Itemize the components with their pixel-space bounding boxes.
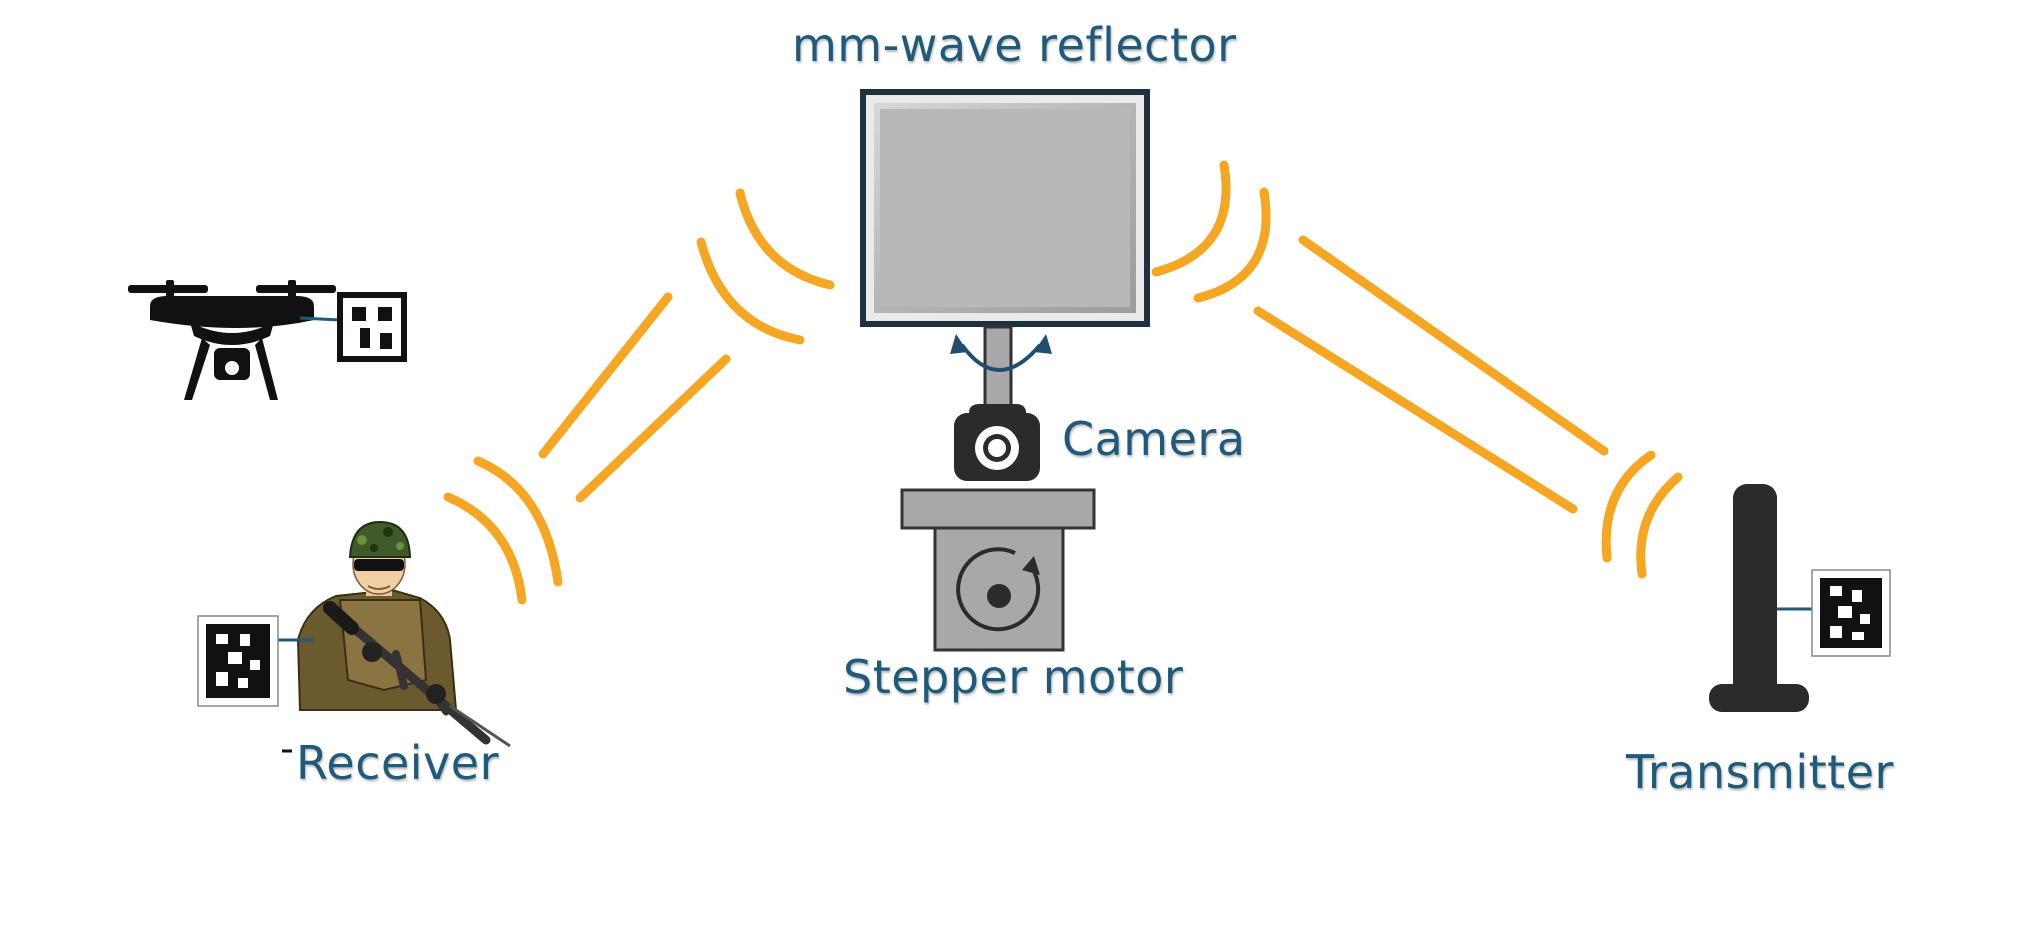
rotate-arrow-icon — [950, 334, 1052, 372]
wave-arc — [1601, 450, 1656, 563]
wave-arc — [1193, 187, 1271, 303]
transmitter-icon — [1709, 484, 1809, 712]
wave-arc — [1151, 160, 1231, 277]
beam-line — [1298, 235, 1609, 456]
beam-line — [1253, 306, 1578, 514]
soldier-icon — [296, 520, 511, 748]
fiducial-marker-icon — [337, 292, 407, 362]
fiducial-marker-icon — [1811, 569, 1891, 657]
camera-icon — [954, 404, 1040, 481]
stepper-motor-label: Stepper motor — [843, 650, 1184, 704]
wave-arc — [696, 237, 805, 345]
wave-arc — [443, 492, 527, 605]
wave-arc — [735, 188, 835, 290]
reflector-panel — [860, 89, 1150, 327]
beam-line — [538, 292, 673, 459]
drone-marker-link — [299, 316, 341, 322]
wave-arc — [473, 456, 563, 587]
beam-line — [575, 354, 731, 503]
beams — [443, 160, 1683, 605]
wave-arc — [1636, 472, 1683, 579]
stepper-motor — [900, 488, 1096, 652]
fiducial-marker-icon — [197, 615, 279, 707]
transmitter-label: Transmitter — [1626, 745, 1894, 799]
drone-icon — [128, 280, 336, 400]
receiver-label: Receiver — [296, 736, 500, 790]
reflector-label: mm-wave reflector — [792, 18, 1237, 72]
camera-label: Camera — [1062, 412, 1246, 466]
